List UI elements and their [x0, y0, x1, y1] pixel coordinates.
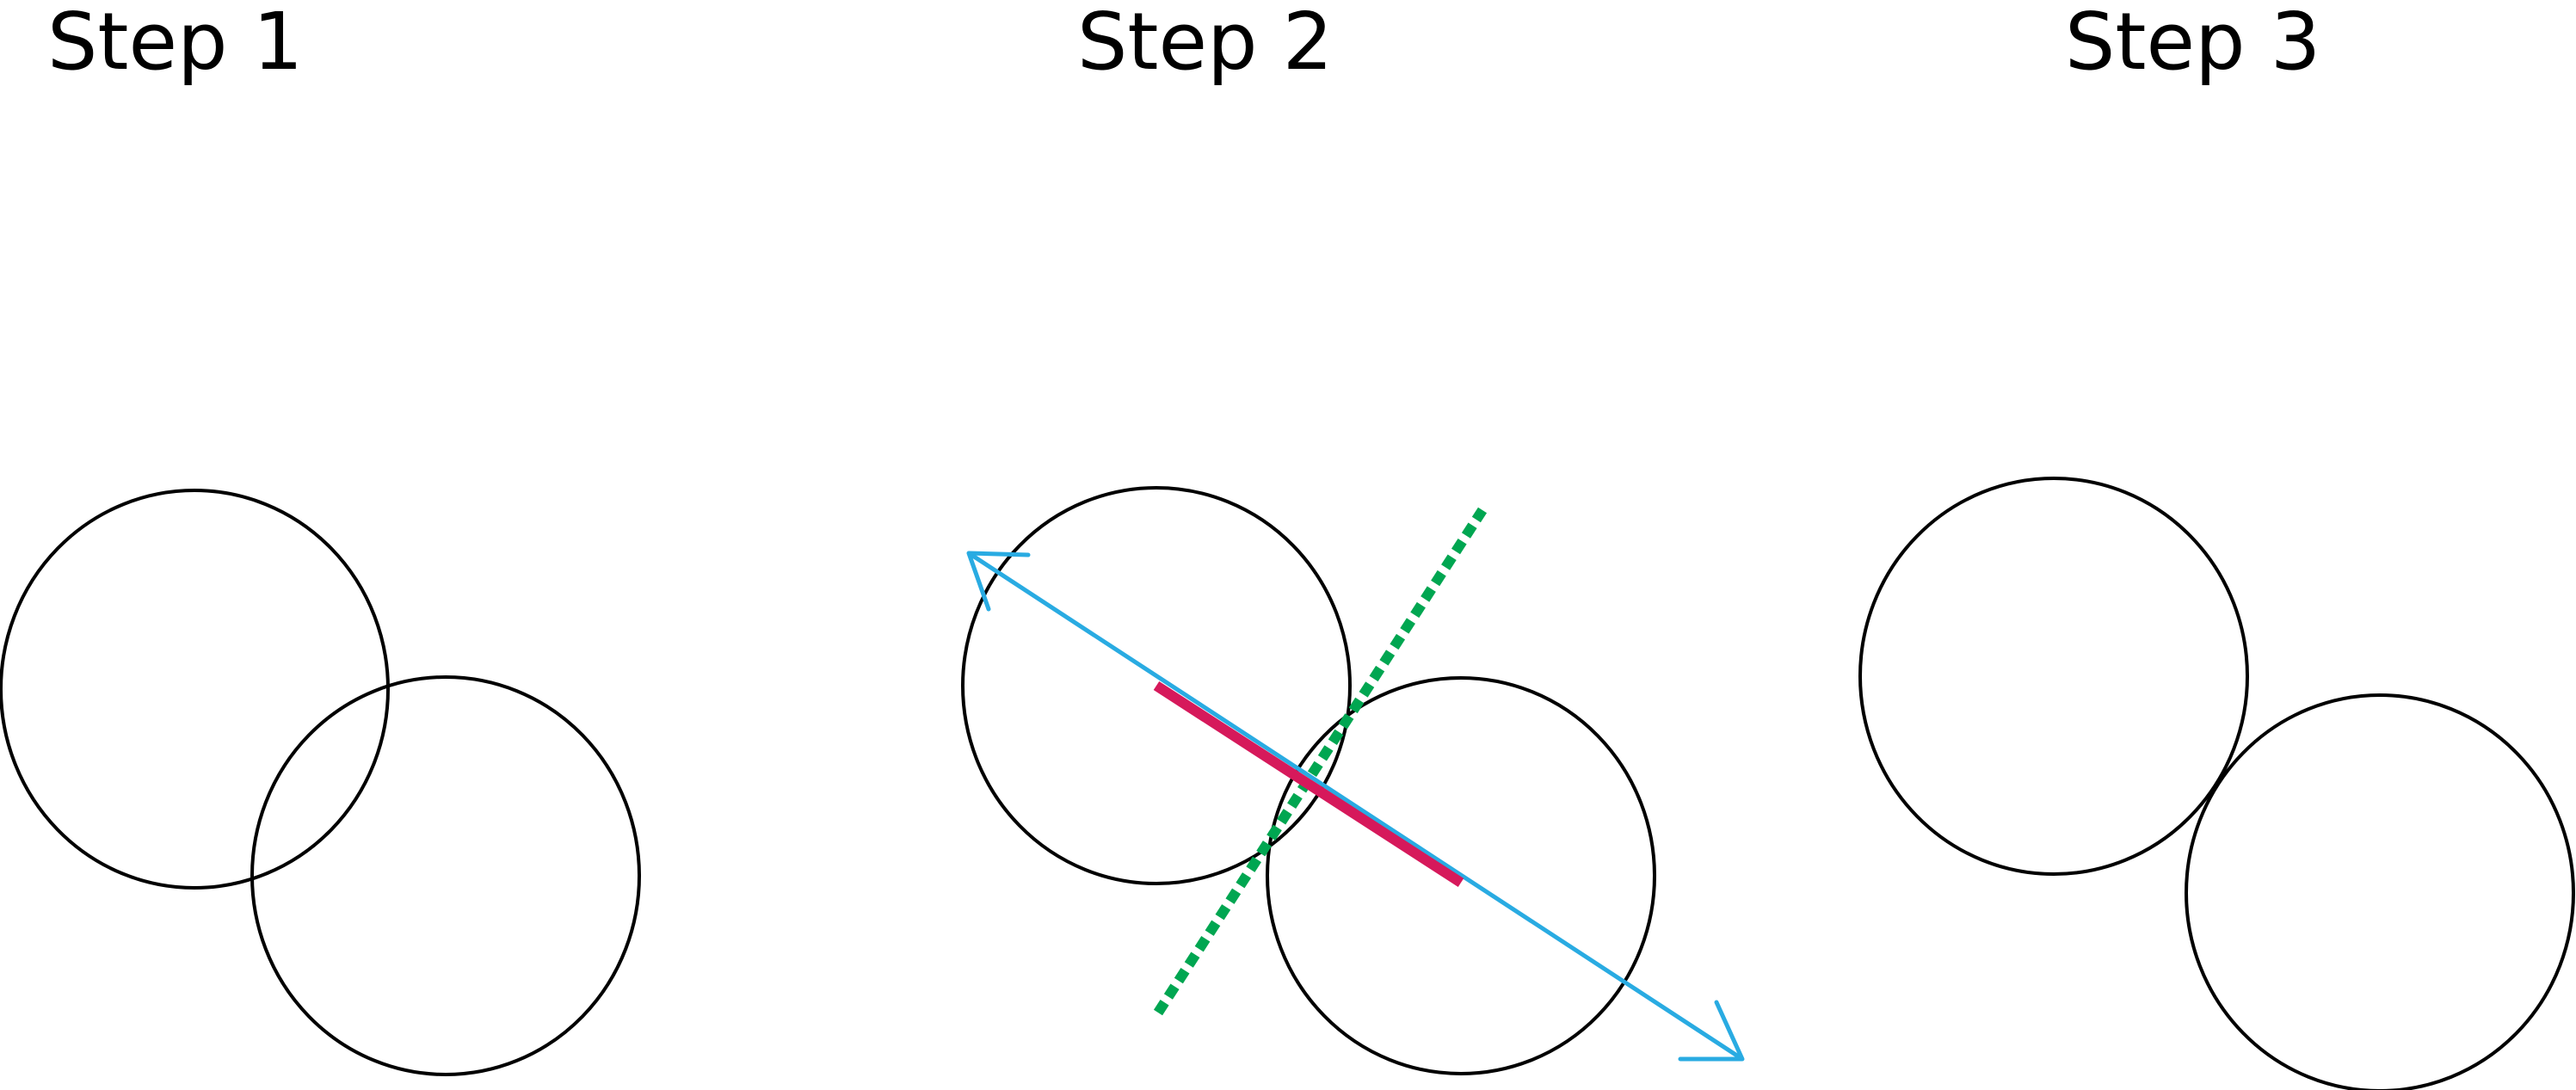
step-1-circle-b — [250, 675, 641, 1076]
step-1-panel — [0, 489, 641, 1076]
step-3-circle-a — [1858, 477, 2249, 876]
step-2-panel — [961, 486, 1745, 1075]
step-2-circle-a — [961, 486, 1352, 885]
arrow-head-icon — [1678, 1000, 1745, 1062]
step-2-title: Step 2 — [1077, 0, 1333, 88]
step-2-circle-b — [1266, 676, 1656, 1075]
step-3-circle-b — [2185, 693, 2575, 1090]
step-1-circle-a — [0, 489, 390, 890]
step-3-panel — [1858, 477, 2575, 1090]
arrow-head-icon — [966, 551, 1031, 612]
overlap-segment — [1153, 680, 1464, 888]
step-3-title: Step 3 — [2065, 0, 2320, 88]
step-1-title: Step 1 — [47, 0, 303, 88]
separating-line — [1153, 507, 1488, 1016]
separation-direction-line — [967, 551, 1744, 1062]
